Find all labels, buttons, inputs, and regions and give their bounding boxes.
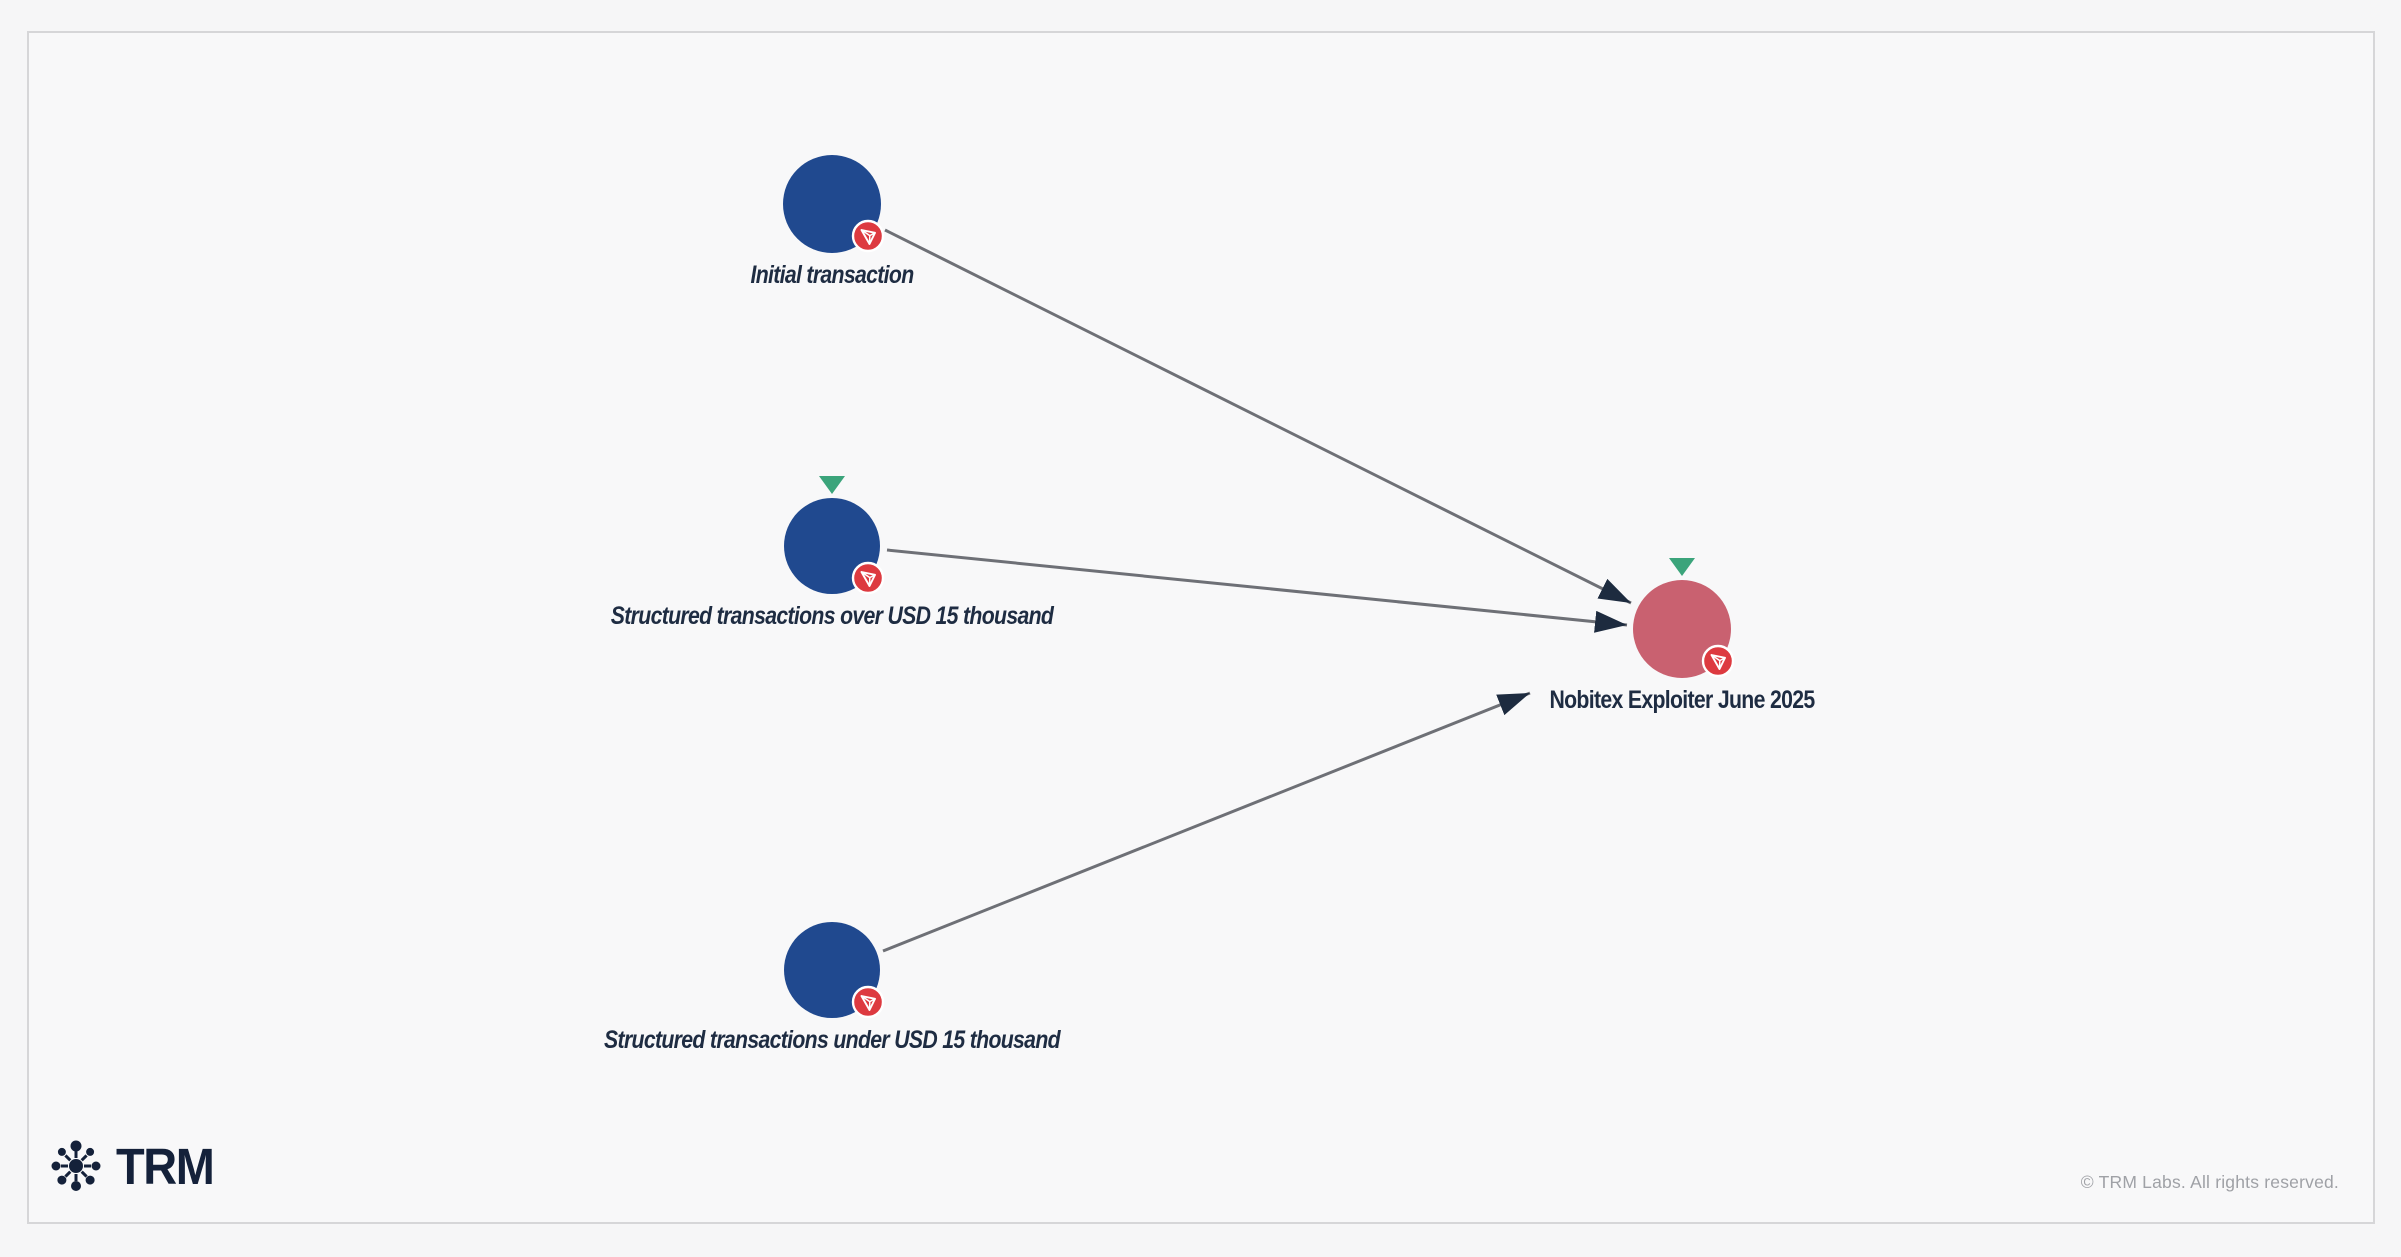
graph-edge-initial-transaction-to-nobitex-exploiter[interactable] [884, 228, 1632, 605]
trm-logo: TRM [46, 1136, 222, 1196]
tron-chain-badge-icon [1702, 645, 1735, 678]
incoming-flow-flag-icon [1669, 558, 1695, 576]
incoming-flow-flag-icon [819, 476, 845, 494]
copyright-text: © TRM Labs. All rights reserved. [2080, 1172, 2339, 1192]
graph-canvas[interactable] [27, 31, 2375, 1224]
node-label-nobitex-exploiter[interactable]: Nobitex Exploiter June 2025 [1549, 686, 1815, 714]
graph-edge-structured-over-15k-to-nobitex-exploiter[interactable] [886, 548, 1628, 633]
trm-logo-icon [51, 1140, 101, 1191]
tron-chain-badge-icon [851, 561, 884, 594]
node-label-structured-under-15k[interactable]: Structured transactions under USD 15 tho… [604, 1026, 1061, 1054]
trm-logo-text: TRM [116, 1137, 215, 1195]
node-label-structured-over-15k[interactable]: Structured transactions over USD 15 thou… [610, 602, 1054, 630]
graph-edge-structured-under-15k-to-nobitex-exploiter[interactable] [882, 691, 1531, 953]
tron-chain-badge-icon [852, 220, 885, 253]
tron-chain-badge-icon [851, 985, 884, 1018]
node-label-initial-transaction[interactable]: Initial transaction [750, 261, 914, 289]
